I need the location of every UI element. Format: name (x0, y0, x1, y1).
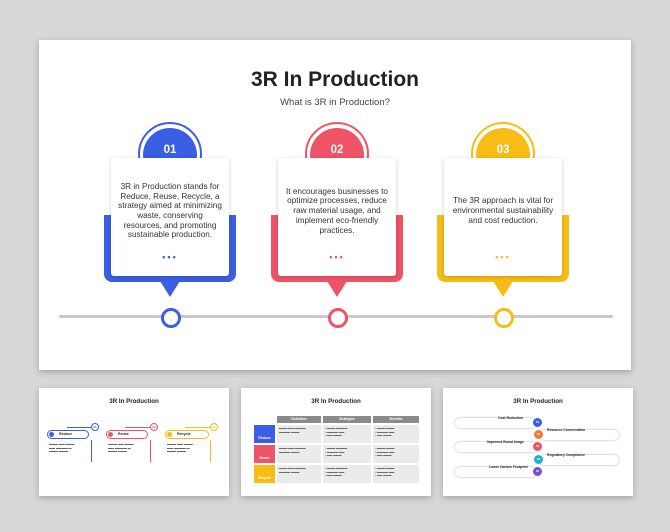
card-pointer (493, 281, 513, 297)
thumbnail-title: 3R In Production (513, 398, 563, 405)
table-cell: • ▬▬▬ ▬▬▬• ▬▬▬▬ ▬▬• ▬▬ ▬▬▬ (373, 445, 419, 463)
thumbnail-title: 3R In Production (109, 398, 159, 405)
ellipsis-icon: ••• (495, 252, 511, 262)
benefit-label: Improved Brand Image (487, 440, 524, 444)
benefit-number: 02 (534, 430, 543, 439)
pill-reuse: Reuse (106, 430, 148, 439)
column-header: Strategies (323, 416, 371, 423)
benefit-number: 05 (533, 467, 542, 476)
timeline-node-3 (494, 308, 514, 328)
info-card-1: 01 3R in Production stands for Reduce, R… (104, 122, 236, 318)
reuse-icon (108, 432, 113, 437)
benefit-pill (455, 442, 537, 452)
connector-line (150, 440, 151, 462)
main-slide: 3R In Production What is 3R in Productio… (39, 40, 631, 370)
thumbnail-slide-2[interactable]: 3R In Production Definition Strategies B… (241, 388, 431, 496)
table-cell: ▬▬▬ ▬▬ ▬▬▬▬▬▬▬▬ ▬▬▬ (277, 465, 321, 483)
table-cell: ▬▬▬ ▬▬ ▬▬▬▬▬▬▬▬ ▬▬▬ (277, 425, 321, 443)
pill-reduce: Reduce (47, 430, 89, 439)
table-cell: ▬▬▬ ▬▬ ▬▬▬▬▬▬▬▬ ▬▬▬ (277, 445, 321, 463)
number-dot: 03 (210, 423, 218, 431)
benefit-pill (539, 455, 619, 465)
connector-line (210, 440, 211, 462)
number-dot: 01 (91, 423, 99, 431)
placeholder-text: ▬▬▬ ▬▬ ▬▬▬▬▬ ▬▬▬▬ ▬▬▬▬ ▬▬▬ (108, 442, 134, 454)
pill-label: Reuse (118, 432, 129, 436)
row-header-reuse: Reuse (254, 445, 275, 463)
pill-recycle: Recycle (165, 430, 209, 439)
benefit-number: 03 (533, 442, 542, 451)
thumbnail-slide-3[interactable]: 3R In Production Cost Reduction 01 Impro… (443, 388, 633, 496)
number-dot: 02 (150, 423, 158, 431)
thumbnail-slide-1[interactable]: 3R In Production 01 Reduce ▬▬▬ ▬▬ ▬▬▬▬▬ … (39, 388, 229, 496)
column-header: Benefits (373, 416, 419, 423)
connector-line (67, 427, 99, 428)
card-text: The 3R approach is vital for environment… (444, 158, 562, 276)
row-header-recycle: Recycle (254, 465, 275, 483)
benefit-pill (539, 430, 619, 440)
table-cell: • ▬▬▬ ▬▬▬• ▬▬▬▬ ▬▬• ▬▬ ▬▬▬ (373, 465, 419, 483)
slide-subtitle: What is 3R in Production? (280, 97, 390, 108)
card-pointer (160, 281, 180, 297)
benefit-number: 04 (534, 455, 543, 464)
ellipsis-icon: ••• (329, 252, 345, 262)
timeline-node-1 (161, 308, 181, 328)
card-text: It encourages businesses to optimize pro… (278, 158, 396, 276)
recycle-icon (167, 432, 172, 437)
benefit-label: Cost Reduction (498, 416, 524, 420)
connector-line (125, 427, 157, 428)
benefit-label: Resource Conservation (547, 428, 586, 432)
info-card-3: 03 The 3R approach is vital for environm… (437, 122, 569, 318)
card-text: 3R in Production stands for Reduce, Reus… (111, 158, 229, 276)
card-pointer (327, 281, 347, 297)
pill-label: Reduce (59, 432, 72, 436)
recycle-icon (49, 432, 54, 437)
row-header-reduce: Reduce (254, 425, 275, 443)
benefit-number: 01 (533, 418, 542, 427)
table-cell: • ▬▬▬ ▬▬▬▬• ▬▬▬▬ ▬▬• ▬▬ ▬▬▬ (323, 445, 371, 463)
connector-line (91, 440, 92, 462)
benefit-pill (455, 467, 537, 477)
connector-line (185, 427, 217, 428)
thumbnail-title: 3R In Production (311, 398, 361, 405)
benefit-pill (455, 418, 537, 428)
pill-label: Recycle (177, 432, 191, 436)
table-cell: • ▬▬▬ ▬▬▬• ▬▬▬▬ ▬▬• ▬▬ ▬▬▬ (373, 425, 419, 443)
ellipsis-icon: ••• (162, 252, 178, 262)
benefit-label: Lower Carbon Footprint (489, 465, 528, 469)
column-header: Definition (277, 416, 321, 423)
timeline-node-2 (328, 308, 348, 328)
placeholder-text: ▬▬▬ ▬▬ ▬▬▬▬▬ ▬▬▬▬ ▬▬▬▬ ▬▬▬ (167, 442, 193, 454)
table-cell: • ▬▬▬ ▬▬▬▬• ▬▬▬▬ ▬▬• ▬▬ ▬▬▬ (323, 465, 371, 483)
slide-title: 3R In Production (251, 68, 419, 91)
table-cell: • ▬▬▬ ▬▬▬▬• ▬▬▬▬ ▬▬• ▬▬ ▬▬▬ (323, 425, 371, 443)
benefit-label: Regulatory Compliance (547, 453, 585, 457)
placeholder-text: ▬▬▬ ▬▬ ▬▬▬▬▬ ▬▬▬▬ ▬▬▬▬ ▬▬▬ (49, 442, 75, 454)
info-card-2: 02 It encourages businesses to optimize … (271, 122, 403, 318)
